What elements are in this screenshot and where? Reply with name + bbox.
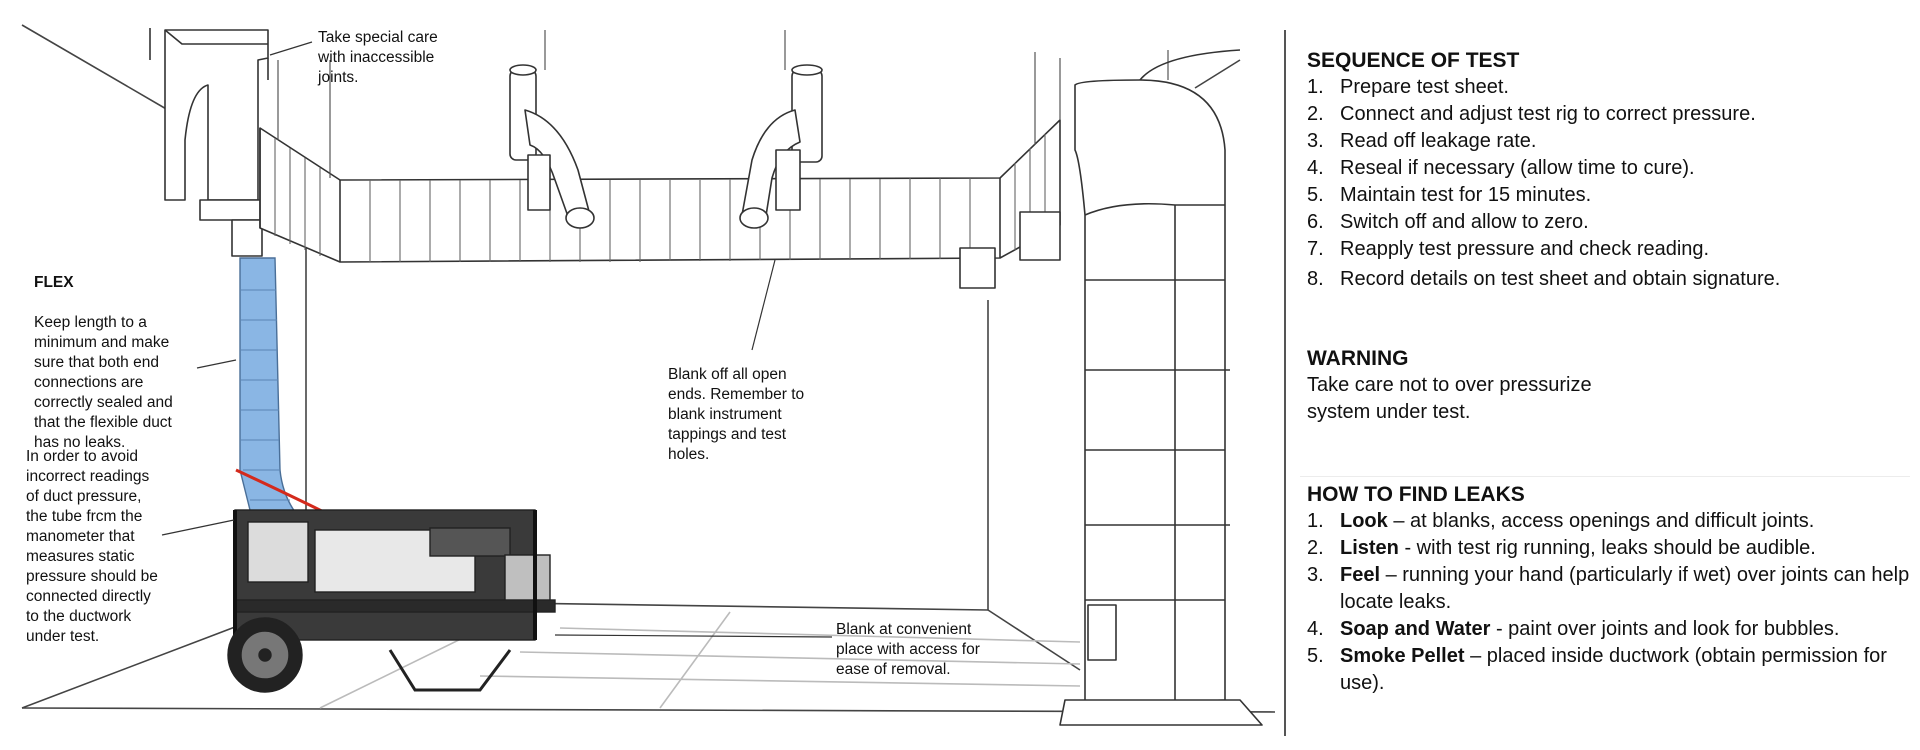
leak-item: 1.Look – at blanks, access openings and … (1307, 510, 1815, 532)
sequence-list: 1.Prepare test sheet. 2.Connect and adju… (1307, 74, 1780, 293)
sequence-item: 3.Read off leakage rate. (1307, 130, 1537, 152)
sequence-item: 6.Switch off and allow to zero. (1307, 211, 1589, 233)
panel-divider (1284, 30, 1286, 736)
blank-off-note: Blank off all open ends. Remember to bla… (668, 366, 805, 463)
flex-note-title: FLEX (34, 274, 74, 291)
sequence-item: 1.Prepare test sheet. (1307, 76, 1509, 98)
sequence-item: 7.Reapply test pressure and check readin… (1307, 238, 1710, 260)
sequence-item: 5.Maintain test for 15 minutes. (1307, 184, 1592, 206)
faint-rule (1300, 476, 1910, 477)
sequence-item: 4.Reseal if necessary (allow time to cur… (1307, 157, 1695, 179)
pressure-tube-note: In order to avoid incorrect readings of … (26, 448, 158, 645)
leak-item: 4.Soap and Water - paint over joints and… (1307, 618, 1840, 640)
right-riser (1059, 49, 1263, 726)
find-leaks-title: HOW TO FIND LEAKS (1307, 483, 1525, 506)
leader-lines (161, 41, 833, 638)
branch-elbow-left (509, 64, 595, 229)
right-duct-flanges (959, 211, 1061, 289)
duct-ribs (274, 134, 1046, 262)
duct-test-illustration (21, 24, 1276, 726)
warning-text: Take care not to over pressurize system … (1307, 374, 1592, 423)
find-leaks-section: HOW TO FIND LEAKS 1.Look – at blanks, ac… (1307, 482, 1912, 697)
duct-hangers (277, 30, 1169, 178)
sequence-item: 8.Record details on test sheet and obtai… (1307, 268, 1781, 290)
flex-note: FLEX Keep length to a minimum and make s… (34, 253, 173, 473)
sequence-item: 2.Connect and adjust test rig to correct… (1307, 103, 1756, 125)
leak-item: 5.Smoke Pellet – placed inside ductwork … (1307, 645, 1887, 694)
leak-item: 3.Feel – running your hand (particularly… (1307, 564, 1910, 613)
warning-title: WARNING (1307, 347, 1409, 370)
test-rig (227, 509, 556, 693)
blank-convenient-note: Blank at convenient place with access fo… (836, 621, 980, 678)
find-leaks-list: 1.Look – at blanks, access openings and … (1307, 508, 1912, 697)
special-care-note: Take special care with inaccessible join… (318, 29, 438, 86)
leak-item: 2.Listen - with test rig running, leaks … (1307, 537, 1816, 559)
warning-section: WARNING Take care not to over pressurize… (1307, 346, 1592, 426)
sequence-of-test-section: SEQUENCE OF TEST 1.Prepare test sheet. 2… (1307, 48, 1780, 293)
branch-elbow-right (739, 64, 823, 229)
left-riser (149, 28, 275, 257)
flex-note-body: Keep length to a minimum and make sure t… (34, 314, 173, 451)
sequence-title: SEQUENCE OF TEST (1307, 49, 1520, 72)
